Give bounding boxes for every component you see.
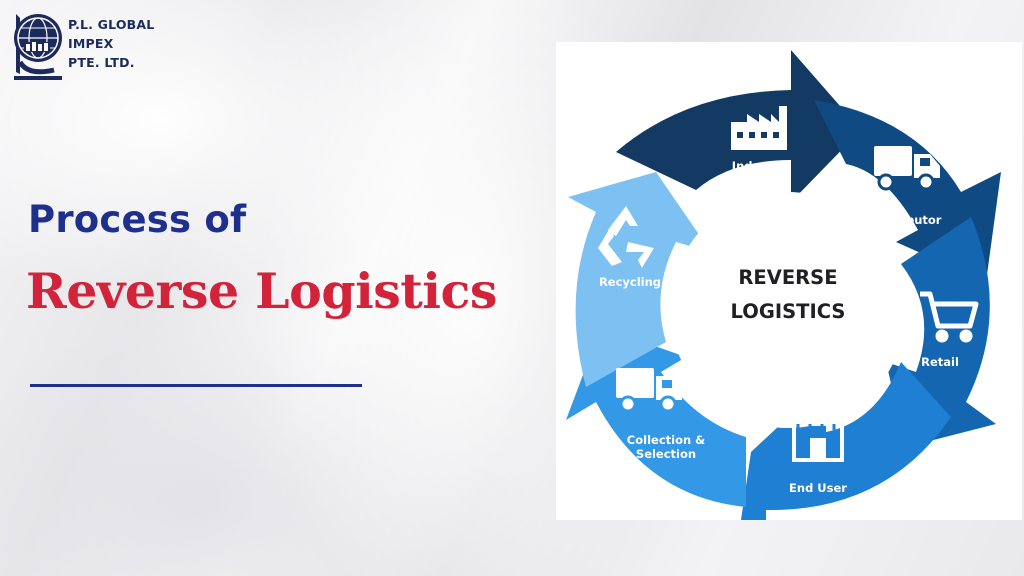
step-label-distributor: Distributor — [871, 213, 942, 227]
company-name-line1: P.L. GLOBAL — [68, 17, 155, 32]
factory-icon — [731, 106, 787, 150]
recycle-icon — [598, 206, 654, 268]
heading-process-of: Process of — [28, 198, 247, 241]
step-label-end-user: End User — [789, 481, 847, 495]
center-label-line2: LOGISTICS — [731, 300, 846, 323]
company-logo: P.L. GLOBAL IMPEX PTE. LTD. — [6, 6, 166, 80]
company-name: P.L. GLOBAL IMPEX PTE. LTD. — [68, 15, 154, 72]
storefront-icon — [790, 410, 846, 462]
step-label-recycling: Recycling — [599, 275, 661, 289]
center-label-line1: REVERSE — [738, 266, 837, 289]
heading-underline — [30, 384, 362, 387]
segment-recycling — [568, 172, 711, 387]
step-label-selection: Selection — [636, 447, 696, 461]
collection-truck-icon — [616, 368, 682, 413]
reverse-logistics-cycle-diagram: REVERSE LOGISTICS Industry Distributor R… — [556, 42, 1022, 520]
center-hub — [670, 192, 906, 428]
step-label-industry: Industry — [732, 159, 787, 173]
step-label-retail: Retail — [921, 355, 959, 369]
company-name-line3: PTE. LTD. — [68, 55, 135, 70]
cart-icon — [920, 291, 979, 343]
heading-reverse-logistics: Reverse Logistics — [26, 262, 497, 320]
company-name-line2: IMPEX — [68, 36, 114, 51]
cycle-svg: REVERSE LOGISTICS Industry Distributor R… — [566, 50, 1001, 520]
step-label-collection: Collection & — [627, 433, 705, 447]
segment-end-user — [741, 362, 951, 520]
globe-logo-icon — [14, 14, 62, 80]
truck-icon — [874, 146, 940, 191]
